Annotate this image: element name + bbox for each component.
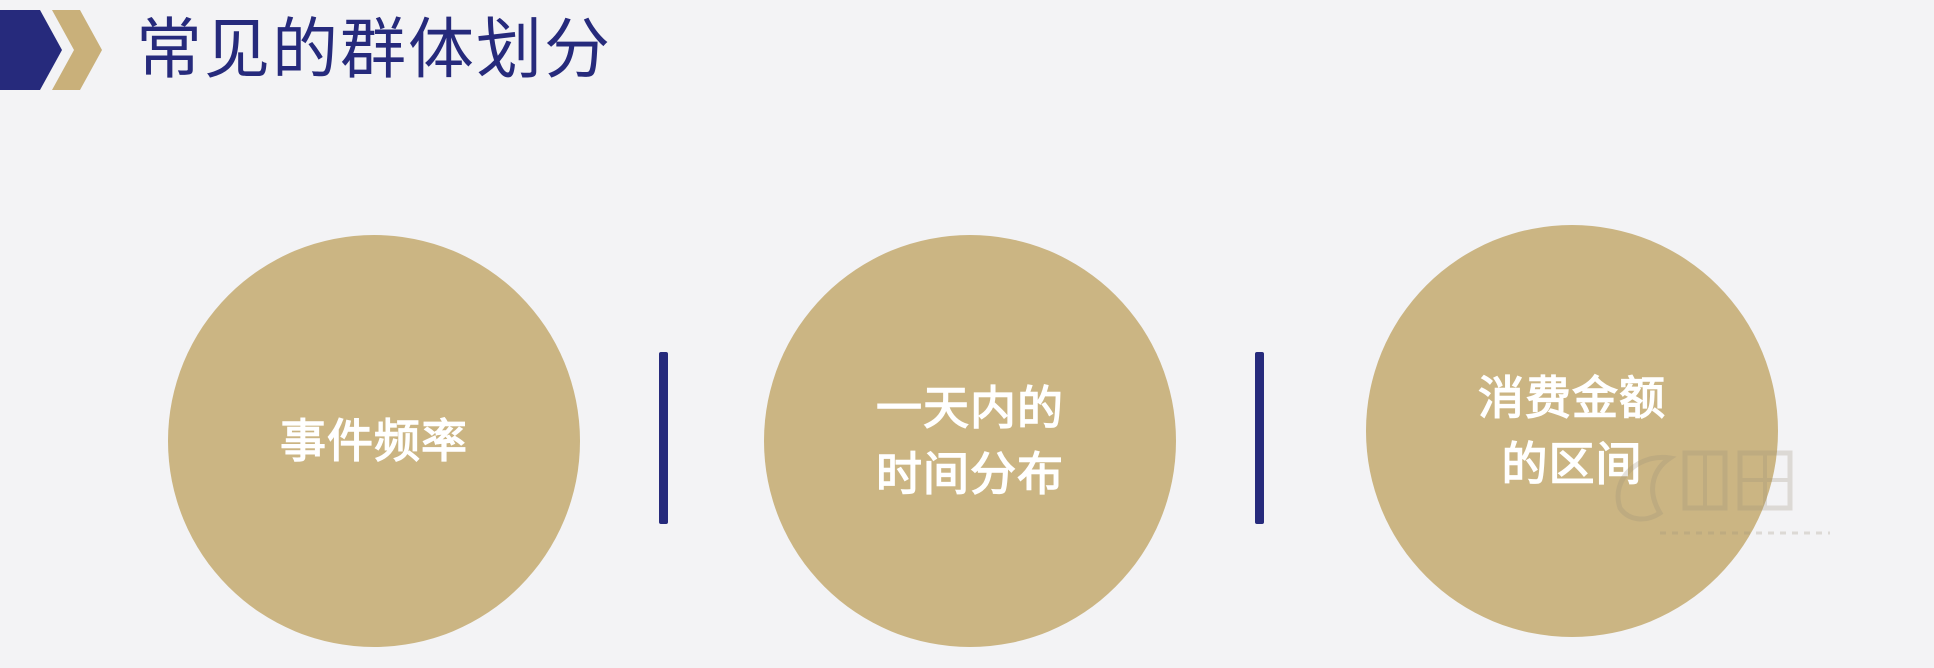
category-label-line: 时间分布	[876, 447, 1064, 501]
page-title: 常见的群体划分	[136, 11, 612, 88]
slide-header: 常见的群体划分	[0, 0, 1934, 110]
category-label-line: 消费金额	[1478, 371, 1666, 425]
watermark-logo-icon	[1615, 450, 1830, 535]
category-circle-event-frequency: 事件频率	[168, 235, 580, 647]
category-label-line: 事件频率	[280, 414, 468, 468]
category-circle-time-distribution: 一天内的 时间分布	[764, 235, 1176, 647]
category-label: 一天内的 时间分布	[876, 375, 1064, 507]
chevron-double-icon	[0, 10, 102, 90]
vertical-divider	[1255, 352, 1264, 524]
category-circle-spending-range: 消费金额 的区间	[1366, 225, 1778, 637]
category-label: 事件频率	[280, 408, 468, 474]
category-label-line: 的区间	[1501, 437, 1643, 491]
category-label-line: 一天内的	[876, 381, 1064, 435]
category-label: 消费金额 的区间	[1478, 365, 1666, 497]
vertical-divider	[659, 352, 668, 524]
